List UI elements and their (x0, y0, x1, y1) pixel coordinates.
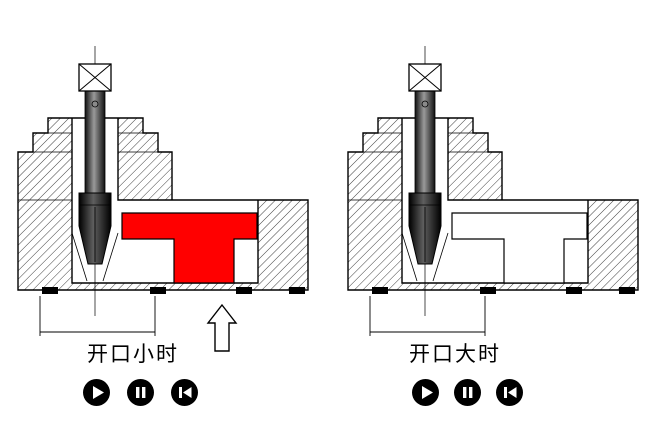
fixture-right (347, 45, 639, 337)
playback-controls-right (412, 379, 523, 406)
skip-to-start-icon (179, 387, 192, 398)
pause-button[interactable] (127, 379, 154, 406)
play-button[interactable] (412, 379, 439, 406)
fixture-left (17, 45, 309, 337)
workpiece-small-opening (121, 212, 258, 284)
diagram-large-opening (347, 45, 639, 337)
workpiece-large-opening (451, 212, 588, 284)
up-arrow-icon (206, 303, 238, 352)
skip-to-start-button[interactable] (171, 379, 198, 406)
skip-to-start-icon (504, 387, 517, 398)
caption-small-opening: 开口小时 (87, 342, 179, 366)
pause-button[interactable] (454, 379, 481, 406)
caption-large-opening: 开口大时 (409, 342, 501, 366)
play-icon (422, 386, 433, 399)
play-icon (93, 386, 104, 399)
pause-icon (136, 387, 146, 398)
pause-icon (463, 387, 473, 398)
diagram-small-opening (17, 45, 309, 352)
playback-controls-left (83, 379, 198, 406)
skip-to-start-button[interactable] (496, 379, 523, 406)
play-button[interactable] (83, 379, 110, 406)
collet-fixture-diagrams (17, 45, 639, 352)
